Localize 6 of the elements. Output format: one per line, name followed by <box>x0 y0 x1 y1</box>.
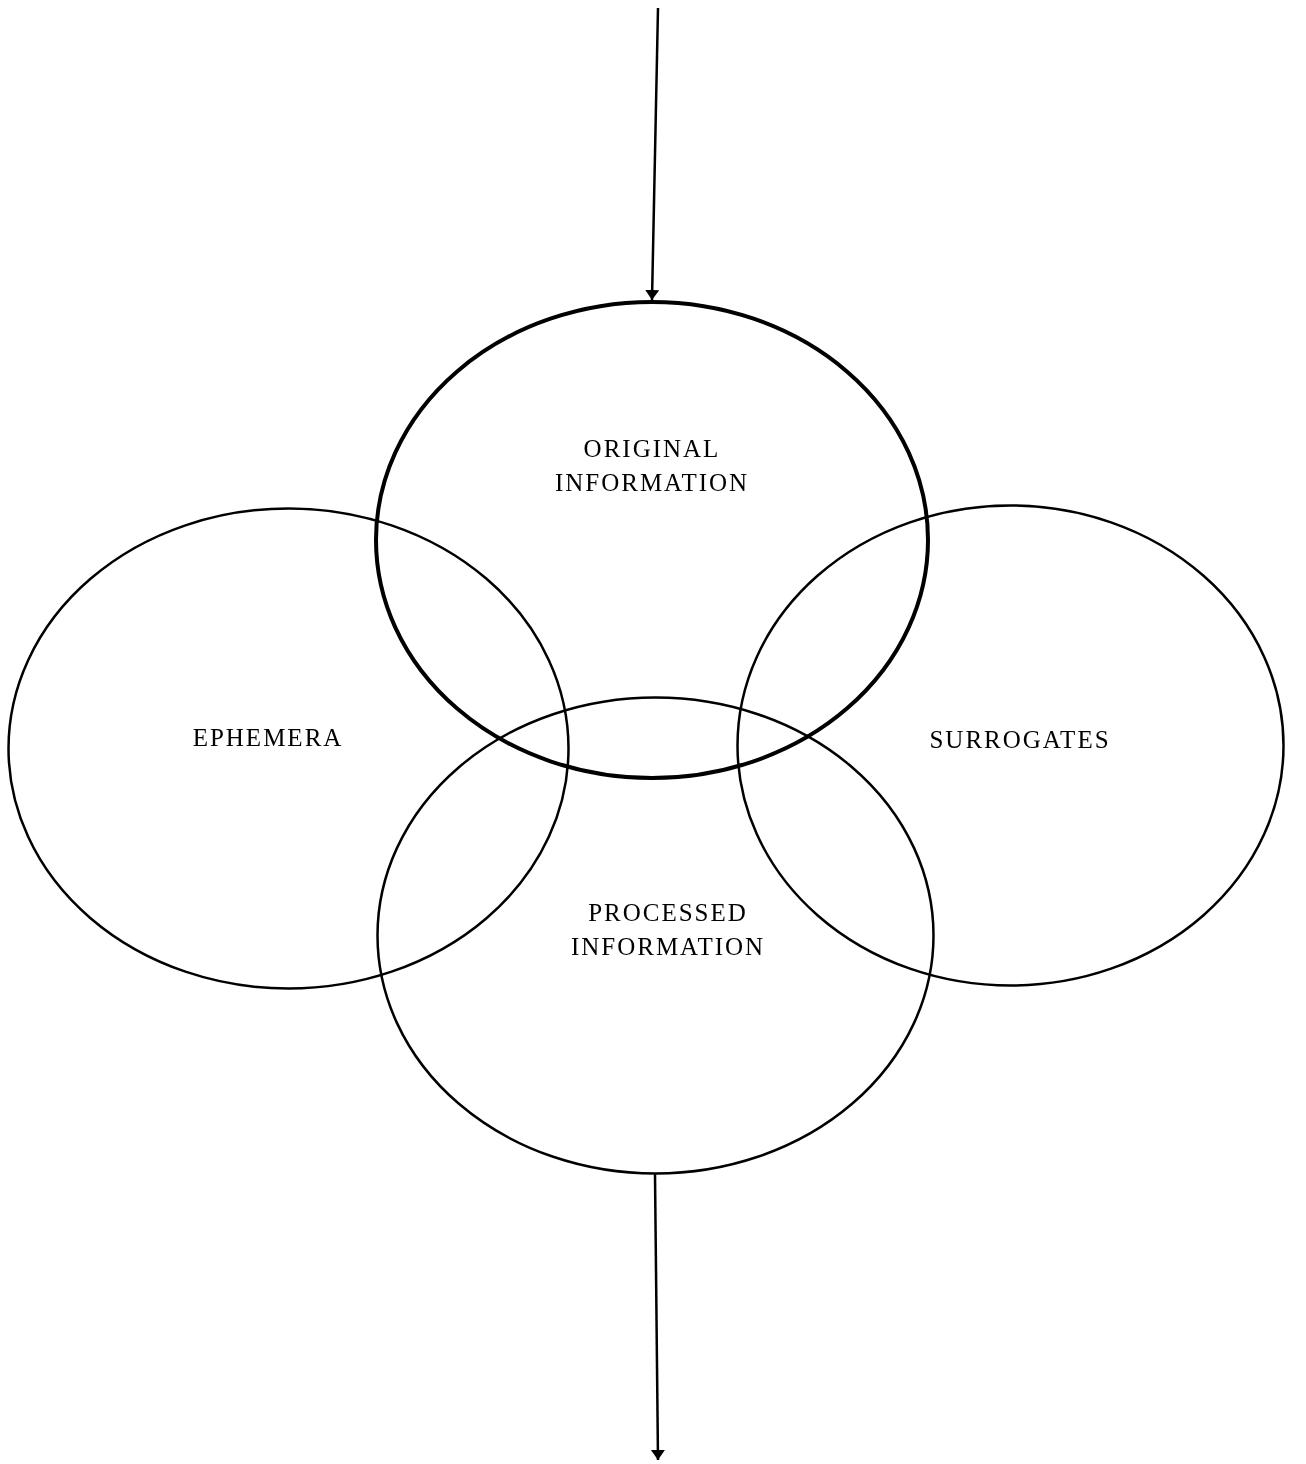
arrow <box>645 7 660 301</box>
ellipse-label: ORIGINAL INFORMATION <box>553 434 751 498</box>
ellipse-label: PROCESSED INFORMATION <box>569 898 767 962</box>
ellipse-label: SURROGATES <box>928 725 1112 755</box>
ellipse-label: EPHEMERA <box>191 723 345 753</box>
arrow <box>650 1174 665 1460</box>
